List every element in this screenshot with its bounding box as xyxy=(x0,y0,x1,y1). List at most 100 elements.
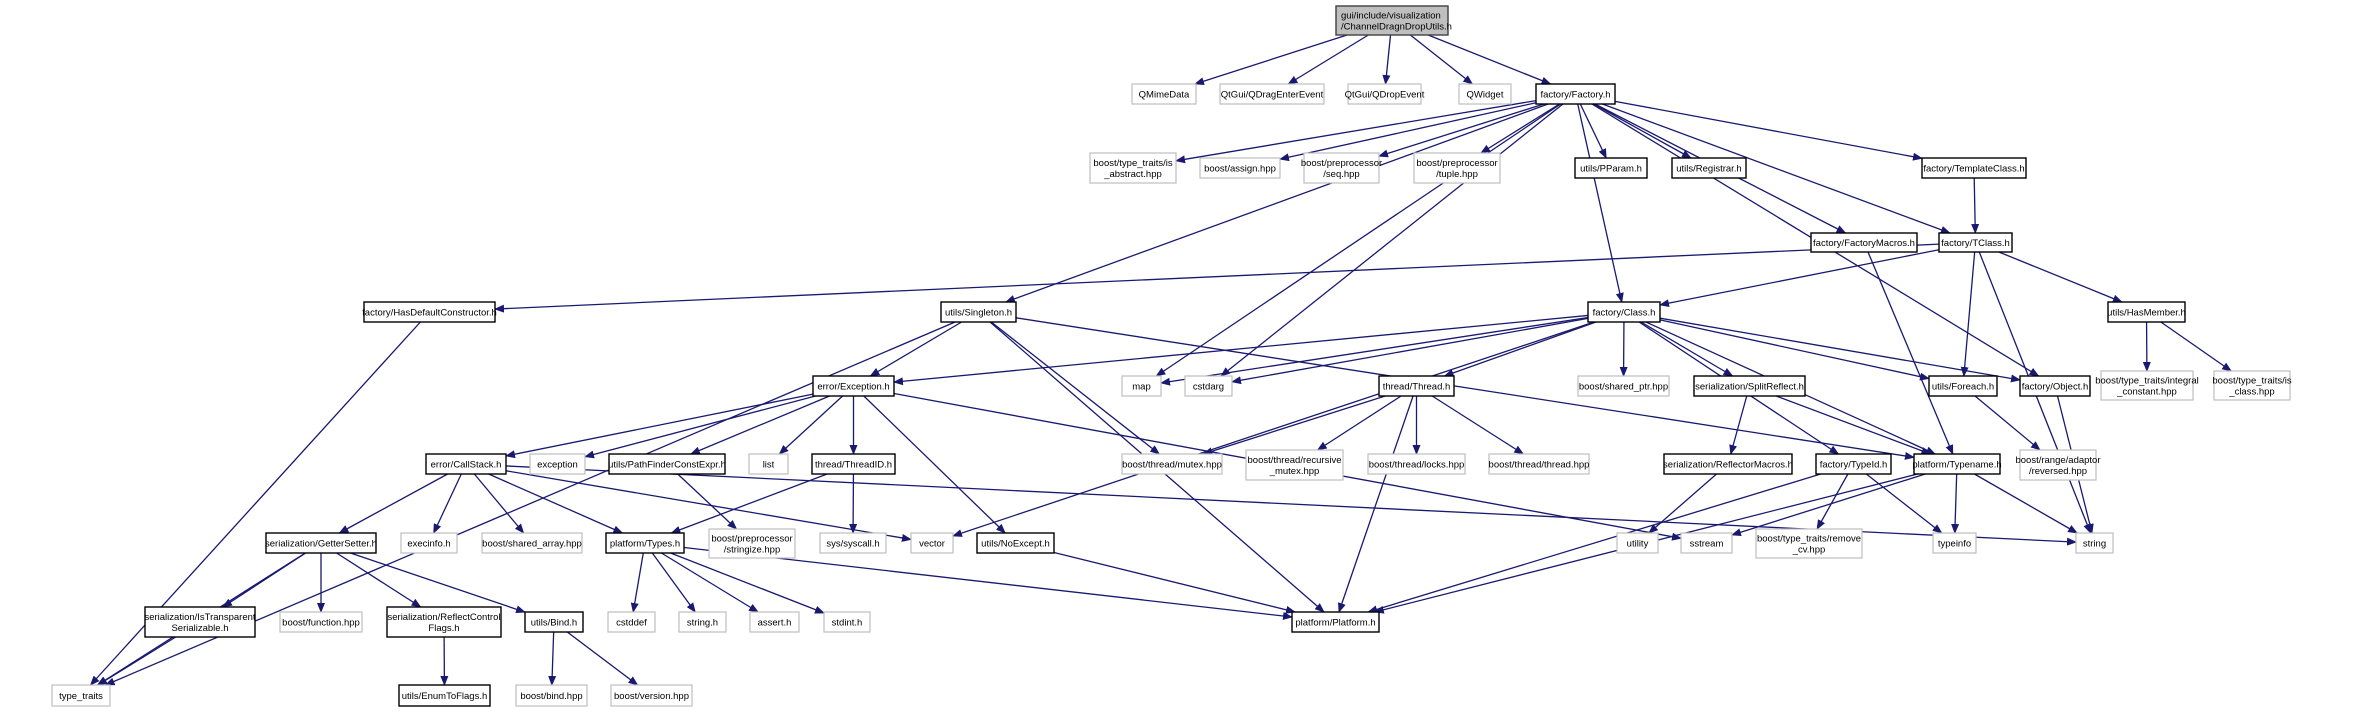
node-hasdefault[interactable]: factory/HasDefaultConstructor.h xyxy=(362,301,497,323)
node-pparam[interactable]: utils/PParam.h xyxy=(1574,157,1648,179)
node-is_abstract: boost/type_traits/is_abstract.hpp xyxy=(1089,152,1177,184)
node-label: Flags.h xyxy=(428,623,459,634)
node-thread[interactable]: thread/Thread.h xyxy=(1378,375,1455,397)
node-box xyxy=(51,684,111,707)
node-box xyxy=(529,453,586,475)
node-pathfinder[interactable]: utils/PathFinderConstExpr.h xyxy=(608,453,726,475)
node-registrar[interactable]: utils/Registrar.h xyxy=(1671,157,1747,179)
node-class[interactable]: factory/Class.h xyxy=(1587,301,1661,323)
node-qmimedata: QMimeData xyxy=(1131,83,1197,105)
node-templateclass[interactable]: factory/TemplateClass.h xyxy=(1921,157,2027,179)
node-label: boost/preprocessor xyxy=(711,533,792,544)
node-tclass[interactable]: factory/TClass.h xyxy=(1938,232,2013,253)
node-label: boost/thread/thread.hpp xyxy=(1489,459,1590,470)
node-label: platform/Platform.h xyxy=(1295,617,1375,628)
edge-singleton-to-typename xyxy=(1015,317,1915,460)
node-box xyxy=(1577,375,1670,397)
node-reflectormacros[interactable]: serialization/ReflectorMacros.h xyxy=(1663,453,1793,475)
node-splitreflect[interactable]: serialization/SplitReflect.h xyxy=(1693,375,1806,397)
node-threadid[interactable]: thread/ThreadID.h xyxy=(811,453,896,475)
edge-class-to-cstdarg xyxy=(1231,317,1589,385)
node-label: platform/Typename.h xyxy=(1912,459,2001,470)
node-seq: boost/preprocessor/seq.hpp xyxy=(1301,152,1382,184)
node-label: utils/Foreach.h xyxy=(1932,381,1994,392)
node-hasmember[interactable]: utils/HasMember.h xyxy=(2107,301,2186,323)
node-box xyxy=(279,611,363,633)
edge-singleton-to-bmutex xyxy=(990,321,1161,455)
node-label: boost/type_traits/remove xyxy=(1757,533,1861,544)
edge-class-to-map xyxy=(1160,316,1589,386)
node-cstddef: cstddef xyxy=(607,611,656,633)
edge-factory-to-is_abstract xyxy=(1175,99,1537,164)
node-singleton[interactable]: utils/Singleton.h xyxy=(940,301,1017,323)
node-label: platform/Types.h xyxy=(610,538,680,549)
node-label: factory/TemplateClass.h xyxy=(1923,163,2024,174)
node-box xyxy=(1680,532,1733,554)
node-shared_ptr: boost/shared_ptr.hpp xyxy=(1577,375,1670,397)
node-box xyxy=(1815,453,1892,475)
node-typename[interactable]: platform/Typename.h xyxy=(1912,453,2002,475)
node-types[interactable]: platform/Types.h xyxy=(605,532,685,554)
node-vector: vector xyxy=(910,532,954,554)
edge-tclass-to-hasmember xyxy=(1998,251,2123,303)
edge-root-to-qdrop xyxy=(1382,34,1392,85)
node-label: thread/ThreadID.h xyxy=(815,459,892,470)
edge-factory-to-pparam xyxy=(1579,103,1607,159)
node-execinfo: execinfo.h xyxy=(400,532,458,554)
edge-typename-to-sstream xyxy=(1731,473,1926,537)
node-factory[interactable]: factory/Factory.h xyxy=(1535,83,1616,105)
edge-factory-to-tuple xyxy=(1480,103,1560,154)
node-label: serialization/SplitReflect.h xyxy=(1695,381,1804,392)
node-label: serialization/ReflectControl xyxy=(388,612,501,623)
edge-callstack-to-getset xyxy=(338,473,448,534)
node-box xyxy=(1938,232,2013,253)
edge-types-to-asserth xyxy=(661,552,759,613)
node-box xyxy=(363,301,496,323)
node-platform[interactable]: platform/Platform.h xyxy=(1291,611,1380,633)
node-label: factory/FactoryMacros.h xyxy=(1813,238,1915,249)
node-object[interactable]: factory/Object.h xyxy=(2019,375,2091,397)
node-label: QMimeData xyxy=(1139,89,1190,100)
node-sstream: sstream xyxy=(1680,532,1733,554)
edge-splitreflect-to-reflectormacros xyxy=(1729,395,1748,455)
edge-layer xyxy=(89,34,2233,686)
node-exception_h[interactable]: error/Exception.h xyxy=(812,375,895,397)
node-box xyxy=(1932,532,1977,554)
node-exception: exception xyxy=(529,453,586,475)
node-label: map xyxy=(1132,381,1150,392)
node-root[interactable]: gui/include/visualization/ChannelDragnDr… xyxy=(1335,5,1452,36)
node-label: boost/function.hpp xyxy=(282,617,360,628)
node-reversed: boost/range/adaptor/reversed.hpp xyxy=(2015,449,2101,481)
node-noexcept[interactable]: utils/NoExcept.h xyxy=(976,532,1055,554)
node-getset[interactable]: serialization/GetterSetter.h xyxy=(265,532,377,554)
node-factorymacros[interactable]: factory/FactoryMacros.h xyxy=(1810,232,1918,253)
node-box xyxy=(605,532,685,554)
node-brecursive: boost/thread/recursive_mutex.hpp xyxy=(1245,449,1344,481)
node-typeid[interactable]: factory/TypeId.h xyxy=(1815,453,1892,475)
node-box xyxy=(400,532,458,554)
node-box xyxy=(1913,453,2001,475)
node-box xyxy=(1347,83,1422,105)
node-label: boost/preprocessor xyxy=(1301,158,1382,169)
edge-exception_h-to-list xyxy=(778,395,844,455)
edge-typename-to-string xyxy=(1974,473,2078,534)
node-enumtoflags[interactable]: utils/EnumToFlags.h xyxy=(398,684,491,707)
node-istransparent[interactable]: serialization/IsTransparentSerializable.… xyxy=(144,606,256,638)
node-box xyxy=(1131,83,1197,105)
node-box xyxy=(398,684,491,707)
node-label: factory/TypeId.h xyxy=(1820,459,1888,470)
edge-noexcept-to-platform xyxy=(1053,551,1296,614)
node-integral: boost/type_traits/integral_constant.hpp xyxy=(2095,370,2199,401)
node-cstdarg: cstdarg xyxy=(1184,375,1233,397)
edge-exception_h-to-pathfinder xyxy=(689,395,830,455)
node-callstack[interactable]: error/CallStack.h xyxy=(425,453,507,475)
node-box xyxy=(608,453,726,475)
edge-factorymacros-to-typename xyxy=(1867,251,1954,455)
node-bind[interactable]: utils/Bind.h xyxy=(524,611,584,633)
edge-typeid-to-typeinfo xyxy=(1865,473,1943,534)
node-label: QtGui/QDropEvent xyxy=(1345,89,1425,100)
node-foreach[interactable]: utils/Foreach.h xyxy=(1928,375,1998,397)
node-label: typeinfo xyxy=(1938,538,1971,549)
edge-factory-to-tclass xyxy=(1602,103,1951,234)
